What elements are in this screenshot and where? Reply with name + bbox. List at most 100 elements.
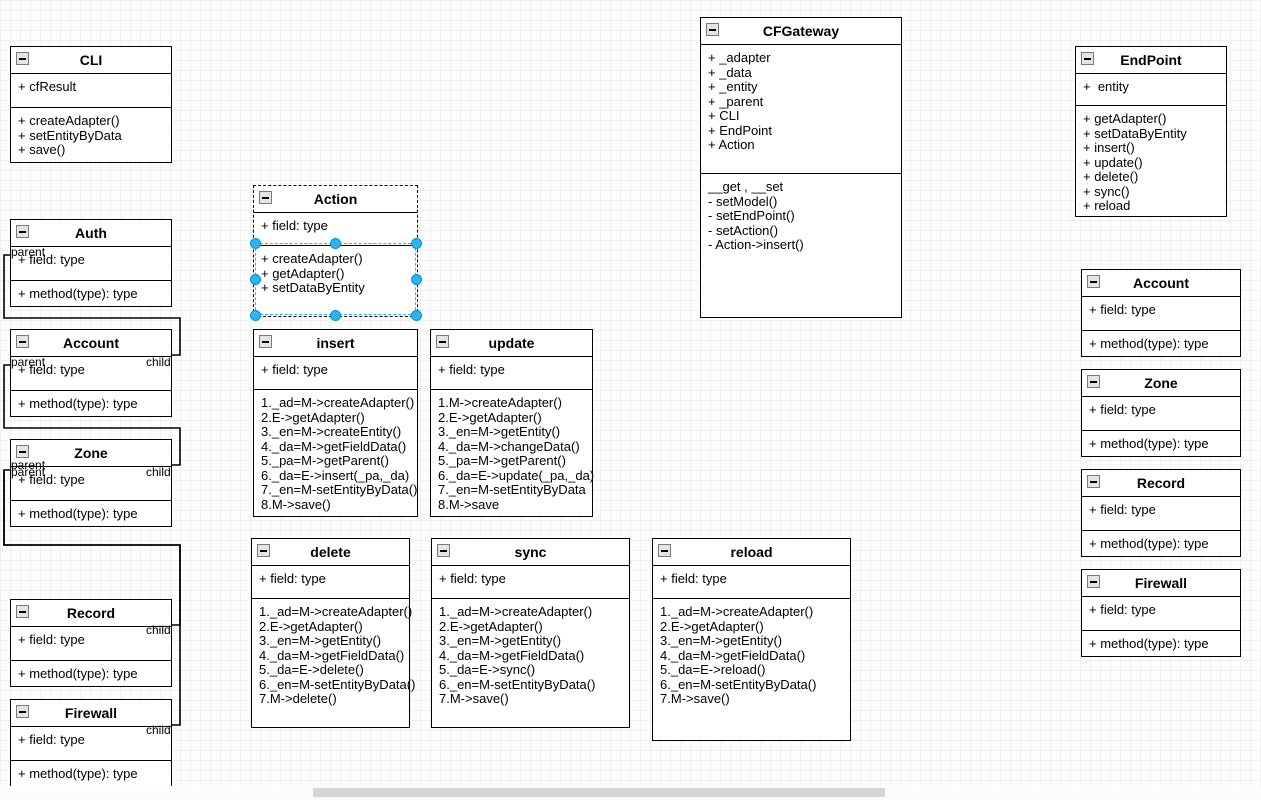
collapse-minus-icon[interactable] <box>1087 375 1100 388</box>
resize-handle-2[interactable] <box>411 238 422 249</box>
collapse-minus-icon[interactable] <box>1081 52 1094 65</box>
class-header-cfgateway: CFGateway <box>701 18 901 45</box>
class-box-firewall-right[interactable]: Firewall + field: type + method(type): typ… <box>1081 569 1241 657</box>
attribute-row: + CLI <box>708 108 740 123</box>
method-row: 1._ad=M->createAdapter() <box>259 604 413 619</box>
class-box-action[interactable]: Action+ field: type+ createAdapter()+ ge… <box>253 185 418 317</box>
class-box-account-left[interactable]: Account+ field: type+ method(type): type <box>10 329 172 417</box>
collapse-minus-icon[interactable] <box>706 23 719 36</box>
class-header-record-right: Record <box>1082 470 1240 497</box>
class-header-zone-left: Zone <box>11 440 171 467</box>
class-box-firewall-left[interactable]: Firewall+ field: type+ method(type): typ… <box>10 699 172 787</box>
collapse-minus-icon[interactable] <box>16 445 29 458</box>
collapse-minus-icon[interactable] <box>658 544 671 557</box>
method-row: 1.M->createAdapter() <box>438 395 562 410</box>
class-box-auth[interactable]: Auth+ field: type+ method(type): type <box>10 219 172 307</box>
collapse-minus-icon[interactable] <box>1087 575 1100 588</box>
collapse-minus-icon[interactable] <box>259 191 272 204</box>
edge-label-record-child: child <box>146 623 171 637</box>
method-row: 6._en=M-setEntityByData() <box>259 676 416 692</box>
class-box-account-right[interactable]: Account+ field: type+ method(type): type <box>1081 269 1241 357</box>
collapse-minus-icon[interactable] <box>16 225 29 238</box>
method-row: 7.M->delete() <box>259 691 337 706</box>
resize-handle-1[interactable] <box>330 238 341 249</box>
class-methods-zone-left: + method(type): type <box>11 500 171 528</box>
method-row: 5._da=E->reload() <box>660 662 766 677</box>
method-row: 4._da=M->changeData() <box>438 438 580 454</box>
collapse-minus-icon[interactable] <box>16 605 29 618</box>
attribute-row: + field: type <box>18 362 85 377</box>
class-name-firewall-right: Firewall <box>1134 575 1188 591</box>
method-row: 1._ad=M->createAdapter() <box>439 604 593 619</box>
attribute-row: + _parent <box>708 93 764 109</box>
horizontal-scrollbar-track[interactable] <box>0 786 1261 800</box>
class-attributes-firewall-right: + field: type <box>1082 597 1240 630</box>
class-methods-delete: 1._ad=M->createAdapter()2.E->getAdapter(… <box>252 598 416 713</box>
attribute-row: + field: type <box>1089 402 1156 417</box>
attribute-row: + field: type <box>1089 502 1156 517</box>
collapse-minus-icon[interactable] <box>437 544 450 557</box>
class-box-cli[interactable]: CLI+ cfResult+ createAdapter()+ setEntit… <box>10 46 172 163</box>
collapse-minus-icon[interactable] <box>257 544 270 557</box>
collapse-minus-icon[interactable] <box>436 335 449 348</box>
attribute-row: + field: type <box>660 571 727 586</box>
class-methods-cli: + createAdapter()+ setEntityByData+ save… <box>11 107 171 164</box>
attribute-row: + field: type <box>261 362 328 377</box>
class-box-record-left[interactable]: Record+ field: type+ method(type): type <box>10 599 172 687</box>
class-methods-sync: 1._ad=M->createAdapter()2.E->getAdapter(… <box>432 598 629 713</box>
method-row: + method(type): type <box>18 506 138 521</box>
method-row: 7._en=M-setEntityByData <box>438 482 586 497</box>
class-header-record-left: Record <box>11 600 171 627</box>
class-box-zone-left[interactable]: Zone + field: type + method(type): type <box>10 439 172 527</box>
class-attributes-sync: + field: type <box>432 566 629 598</box>
class-box-zone-right[interactable]: Zone+ field: type+ method(type): type <box>1081 369 1241 457</box>
class-header-auth: Auth <box>11 220 171 247</box>
class-name-sync: sync <box>514 544 547 560</box>
class-attributes-endpoint: + entity <box>1076 74 1226 105</box>
resize-handle-5[interactable] <box>250 310 261 321</box>
selection-rectangle[interactable] <box>255 243 416 315</box>
class-attributes-account-left: + field: type <box>11 357 171 390</box>
method-row: 5._da=E->delete() <box>259 662 364 677</box>
class-attributes-update: + field: type <box>431 357 592 389</box>
class-box-record-right[interactable]: Record+ field: type+ method(type): type <box>1081 469 1241 557</box>
class-methods-account-left: + method(type): type <box>11 390 171 418</box>
collapse-minus-icon[interactable] <box>1087 275 1100 288</box>
attribute-row: + Action <box>708 137 755 152</box>
class-header-zone-right: Zone <box>1082 370 1240 397</box>
attribute-row: + field: type <box>18 732 85 747</box>
method-row: 3._en=M->getEntity() <box>439 633 562 648</box>
edge-label-zone-parent-1: parent <box>11 458 46 472</box>
resize-handle-4[interactable] <box>411 274 422 285</box>
class-name-update: update <box>488 335 535 351</box>
collapse-minus-icon[interactable] <box>259 335 272 348</box>
class-methods-insert: 1._ad=M->createAdapter()2.E->getAdapter(… <box>254 389 417 518</box>
method-row: 7.M->save() <box>660 691 730 706</box>
collapse-minus-icon[interactable] <box>16 52 29 65</box>
class-box-endpoint[interactable]: EndPoint+ entity+ getAdapter()+ setDataB… <box>1075 46 1227 217</box>
resize-handle-0[interactable] <box>250 238 261 249</box>
horizontal-scrollbar-thumb[interactable] <box>313 788 885 797</box>
class-attributes-zone-right: + field: type <box>1082 397 1240 430</box>
method-row: - Action->insert() <box>708 237 804 252</box>
class-box-cfgateway[interactable]: CFGateway+ _adapter+ _data+ _entity+ _pa… <box>700 17 902 318</box>
attribute-row: + field: type <box>18 472 85 487</box>
collapse-minus-icon[interactable] <box>16 705 29 718</box>
resize-handle-3[interactable] <box>250 274 261 285</box>
class-attributes-record-right: + field: type <box>1082 497 1240 530</box>
resize-handle-7[interactable] <box>411 310 422 321</box>
class-header-account-right: Account <box>1082 270 1240 297</box>
class-name-zone-left: Zone <box>74 445 108 461</box>
collapse-minus-icon[interactable] <box>1087 475 1100 488</box>
collapse-minus-icon[interactable] <box>16 335 29 348</box>
resize-handle-6[interactable] <box>330 310 341 321</box>
class-header-update: update <box>431 330 592 357</box>
method-row: + insert() <box>1083 140 1135 155</box>
method-row: 5._pa=M->getParent() <box>438 453 566 468</box>
method-row: + method(type): type <box>1089 636 1209 651</box>
